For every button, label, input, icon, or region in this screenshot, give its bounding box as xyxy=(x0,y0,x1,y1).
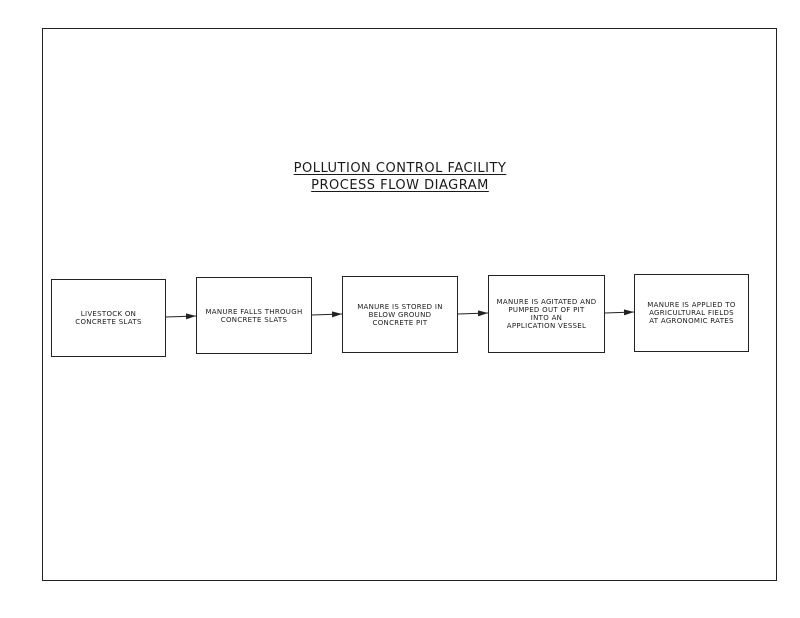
step-box-livestock: LIVESTOCK ON CONCRETE SLATS xyxy=(51,279,166,357)
step-label: LIVESTOCK ON CONCRETE SLATS xyxy=(75,310,142,326)
diagram-title: POLLUTION CONTROL FACILITY PROCESS FLOW … xyxy=(200,160,600,194)
step-label: MANURE FALLS THROUGH CONCRETE SLATS xyxy=(205,307,303,324)
step-box-manure-applied: MANURE IS APPLIED TO AGRICULTURAL FIELDS… xyxy=(634,274,749,352)
step-box-manure-stored: MANURE IS STORED IN BELOW GROUND CONCRET… xyxy=(342,276,458,353)
step-box-manure-falls: MANURE FALLS THROUGH CONCRETE SLATS xyxy=(196,277,312,354)
drawing-border xyxy=(42,28,777,581)
step-label: MANURE IS AGITATED AND PUMPED OUT OF PIT… xyxy=(496,298,597,330)
step-label: MANURE IS STORED IN BELOW GROUND CONCRET… xyxy=(357,302,443,327)
step-label: MANURE IS APPLIED TO AGRICULTURAL FIELDS… xyxy=(647,301,736,325)
title-line-2: PROCESS FLOW DIAGRAM xyxy=(311,178,489,193)
step-box-manure-agitated: MANURE IS AGITATED AND PUMPED OUT OF PIT… xyxy=(488,275,605,353)
title-line-1: POLLUTION CONTROL FACILITY xyxy=(293,161,507,176)
